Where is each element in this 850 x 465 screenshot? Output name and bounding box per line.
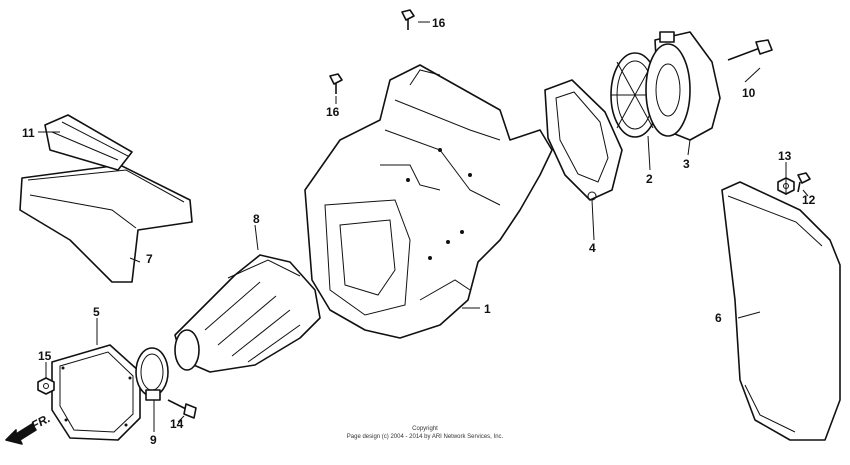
part-9-clamp[interactable] <box>135 347 169 401</box>
label-6: 6 <box>715 311 722 325</box>
label-10: 10 <box>742 86 756 100</box>
label-16-top: 16 <box>432 16 446 30</box>
part-3-recoil-starter[interactable] <box>645 31 721 141</box>
label-14: 14 <box>170 417 184 431</box>
copyright-line-2: Page design (c) 2004 - 2014 by ARI Netwo… <box>347 434 504 440</box>
label-5: 5 <box>93 305 100 319</box>
label-2: 2 <box>646 172 653 186</box>
label-4: 4 <box>589 241 596 255</box>
label-8: 8 <box>253 212 260 226</box>
part-15-nut[interactable] <box>37 377 55 395</box>
part-4-bracket[interactable] <box>544 79 623 201</box>
label-1: 1 <box>484 302 491 316</box>
front-direction-arrow: FR. <box>5 411 52 445</box>
part-16-bolt-left[interactable] <box>329 73 343 94</box>
label-12: 12 <box>802 193 816 207</box>
part-11-7-cover[interactable] <box>19 114 193 283</box>
part-1-fan-housing[interactable] <box>304 64 553 339</box>
part-12-bolt[interactable] <box>797 172 811 193</box>
part-8-intake-duct[interactable] <box>174 254 321 373</box>
part-5-gasket[interactable] <box>51 344 141 441</box>
part-10-bolt[interactable] <box>727 39 773 61</box>
label-11: 11 <box>22 126 35 140</box>
label-3: 3 <box>683 157 690 171</box>
label-15: 15 <box>38 349 52 363</box>
part-16-bolt-top[interactable] <box>401 9 415 30</box>
part-6-side-cover[interactable] <box>721 181 841 441</box>
label-9: 9 <box>150 433 157 447</box>
copyright-line-1: Copyright <box>412 426 438 432</box>
part-14-bolt[interactable] <box>167 399 197 419</box>
leader-lines <box>38 21 809 432</box>
label-7: 7 <box>146 252 153 266</box>
label-13: 13 <box>778 149 792 163</box>
label-16-left: 16 <box>326 105 340 119</box>
